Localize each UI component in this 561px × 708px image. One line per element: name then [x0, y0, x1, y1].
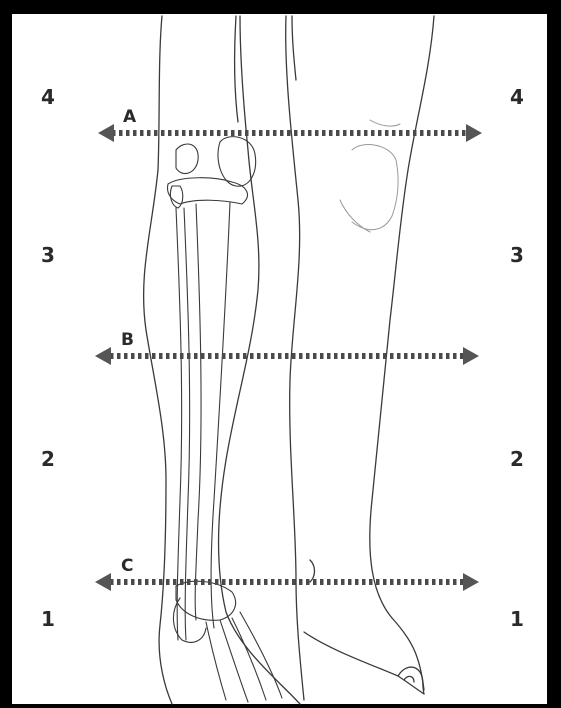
zone-label-right-4: 4 — [510, 85, 524, 109]
line-label-b: B — [121, 330, 134, 350]
line-label-c: C — [121, 556, 133, 576]
line-label-a: A — [123, 107, 137, 127]
zone-label-right-1: 1 — [510, 607, 524, 631]
zone-label-left-1: 1 — [41, 607, 55, 631]
zone-label-left-2: 2 — [41, 447, 55, 471]
zone-label-left-4: 4 — [41, 85, 55, 109]
zone-label-right-2: 2 — [510, 447, 524, 471]
zone-label-right-3: 3 — [510, 243, 524, 267]
zone-label-left-3: 3 — [41, 243, 55, 267]
